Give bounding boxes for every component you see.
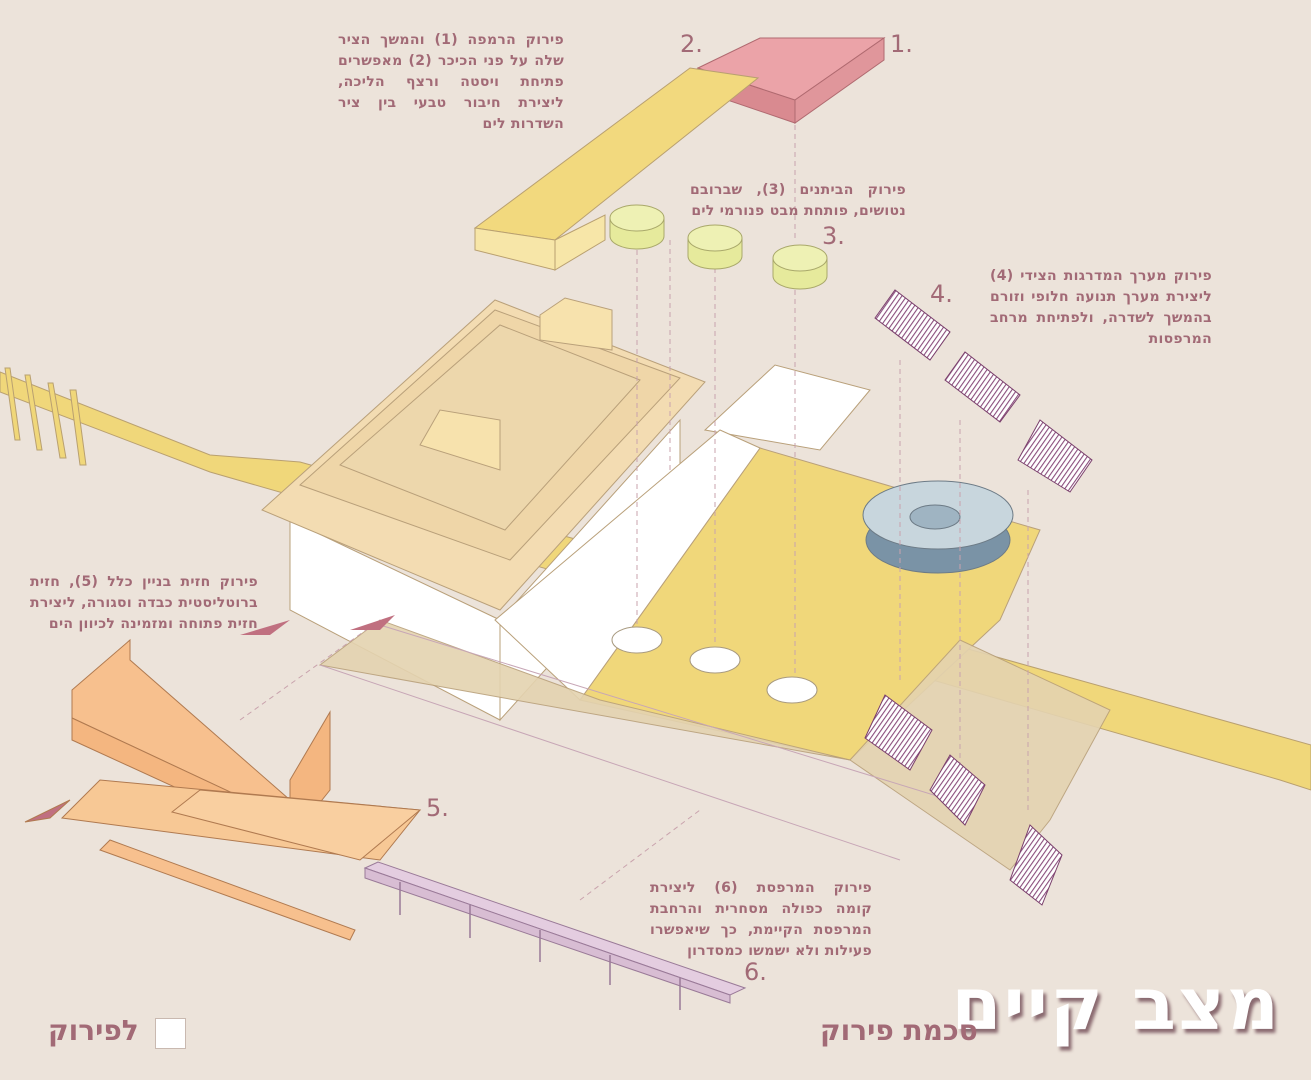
page-subtitle: סכמת פירוק [820, 1014, 978, 1047]
label-6: 6. [744, 958, 767, 986]
facade-5 [24, 638, 422, 941]
plaza-pavilions [611, 626, 818, 704]
balcony-6 [363, 861, 747, 1010]
note-balcony: פירוק המרפסת (6) ליצירת קומה כפולה מסחרי… [650, 880, 872, 959]
label-4: 4. [930, 280, 953, 308]
note-ramp: פירוק הרמפה (1) והמשך הציר שלה על פני הכ… [338, 32, 565, 132]
page-title: מצב קיים [951, 962, 1281, 1046]
legend-label: לפירוק [48, 1014, 139, 1047]
label-5: 5. [426, 794, 449, 822]
guide-lines [239, 125, 1029, 901]
rotunda [862, 480, 1014, 574]
label-2: 2. [680, 30, 703, 58]
lower-deck [318, 619, 1111, 871]
white-ramp [703, 364, 871, 451]
pavilions-3 [609, 204, 828, 290]
balcony-frame [319, 624, 951, 861]
label-3: 3. [822, 222, 845, 250]
note-pavilions: פירוק הביתנים (3), שברובם נטושים, פותחת … [690, 182, 907, 219]
left-pergola [4, 367, 87, 466]
white-terrace [494, 429, 761, 701]
label-1: 1. [890, 30, 913, 58]
stairs-4 [864, 289, 1093, 906]
note-facade: פירוק חזית בניין כלל (5), חזית ברוטליסטי… [30, 574, 258, 632]
facade-arrow [350, 615, 395, 630]
note-stairs: פירוק מערך המדרגות הצידי (4) ליצירת מערך… [990, 268, 1212, 347]
facade-arrow [240, 620, 290, 635]
legend-swatch [155, 1018, 186, 1049]
square-strip-2 [473, 67, 760, 271]
